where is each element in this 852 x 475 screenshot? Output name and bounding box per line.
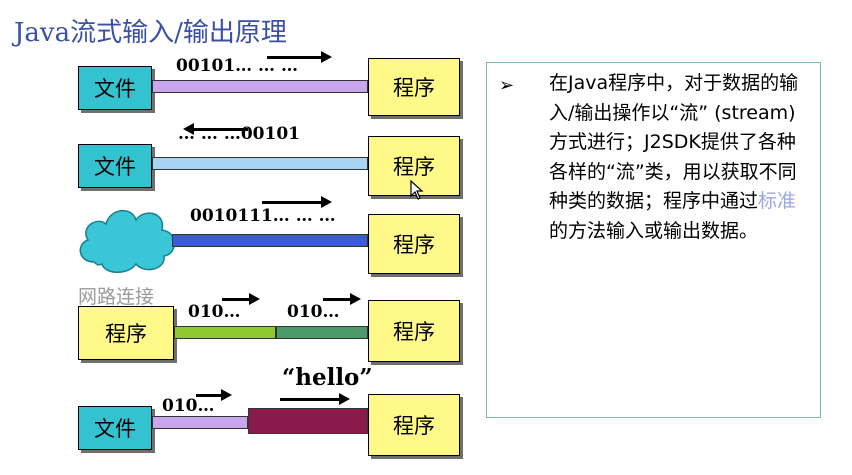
bits-label: 0010111… … … bbox=[190, 206, 336, 226]
left-arrow-icon bbox=[183, 123, 248, 135]
program-box: 程序 bbox=[368, 300, 460, 362]
hello-label: “hello” bbox=[282, 364, 373, 391]
stream-bar-segment bbox=[276, 326, 368, 339]
description-text-part: 在Java程序中，对于数据的输入/输出操作以“流” (stream) 方式进行；… bbox=[549, 72, 799, 212]
bits-label: 010… bbox=[188, 302, 241, 322]
program-box: 程序 bbox=[78, 306, 174, 360]
description-text: 在Java程序中，对于数据的输入/输出操作以“流” (stream) 方式进行；… bbox=[549, 69, 813, 246]
right-arrow-icon bbox=[267, 51, 332, 63]
bits-label: 010… bbox=[287, 302, 340, 322]
file-box: 文件 bbox=[78, 406, 152, 450]
file-box: 文件 bbox=[78, 144, 152, 188]
highlighted-word: 标准 bbox=[758, 190, 797, 212]
stream-bar-segment bbox=[248, 408, 368, 434]
stream-bar bbox=[152, 80, 368, 93]
network-cloud-icon bbox=[79, 210, 175, 273]
bits-label: 010… bbox=[162, 396, 215, 416]
right-arrow-icon bbox=[222, 293, 260, 305]
description-text-part: 的方法输入或输出数据。 bbox=[549, 219, 759, 242]
bits-label: … … …00101 bbox=[178, 124, 300, 144]
stream-bar-segment bbox=[152, 416, 248, 429]
right-arrow-icon bbox=[196, 389, 232, 401]
network-connection-label: 网路连接 bbox=[78, 286, 155, 308]
program-box: 程序 bbox=[368, 394, 460, 456]
arrow-bullet-icon: ➢ bbox=[499, 75, 515, 96]
stream-bar bbox=[152, 157, 368, 170]
slide-title: Java流式输入/输出原理 bbox=[14, 18, 287, 48]
stream-bar bbox=[172, 234, 368, 247]
program-box: 程序 bbox=[368, 214, 460, 274]
right-arrow-icon bbox=[323, 293, 361, 305]
right-arrow-icon bbox=[280, 393, 350, 405]
program-box: 程序 bbox=[368, 58, 460, 116]
file-box: 文件 bbox=[78, 66, 152, 110]
right-arrow-icon bbox=[262, 196, 332, 208]
stream-bar-segment bbox=[174, 326, 276, 339]
bits-label: 00101… … … bbox=[176, 56, 298, 76]
description-panel: ➢ 在Java程序中，对于数据的输入/输出操作以“流” (stream) 方式进… bbox=[486, 62, 821, 418]
mouse-cursor-icon bbox=[410, 180, 424, 200]
